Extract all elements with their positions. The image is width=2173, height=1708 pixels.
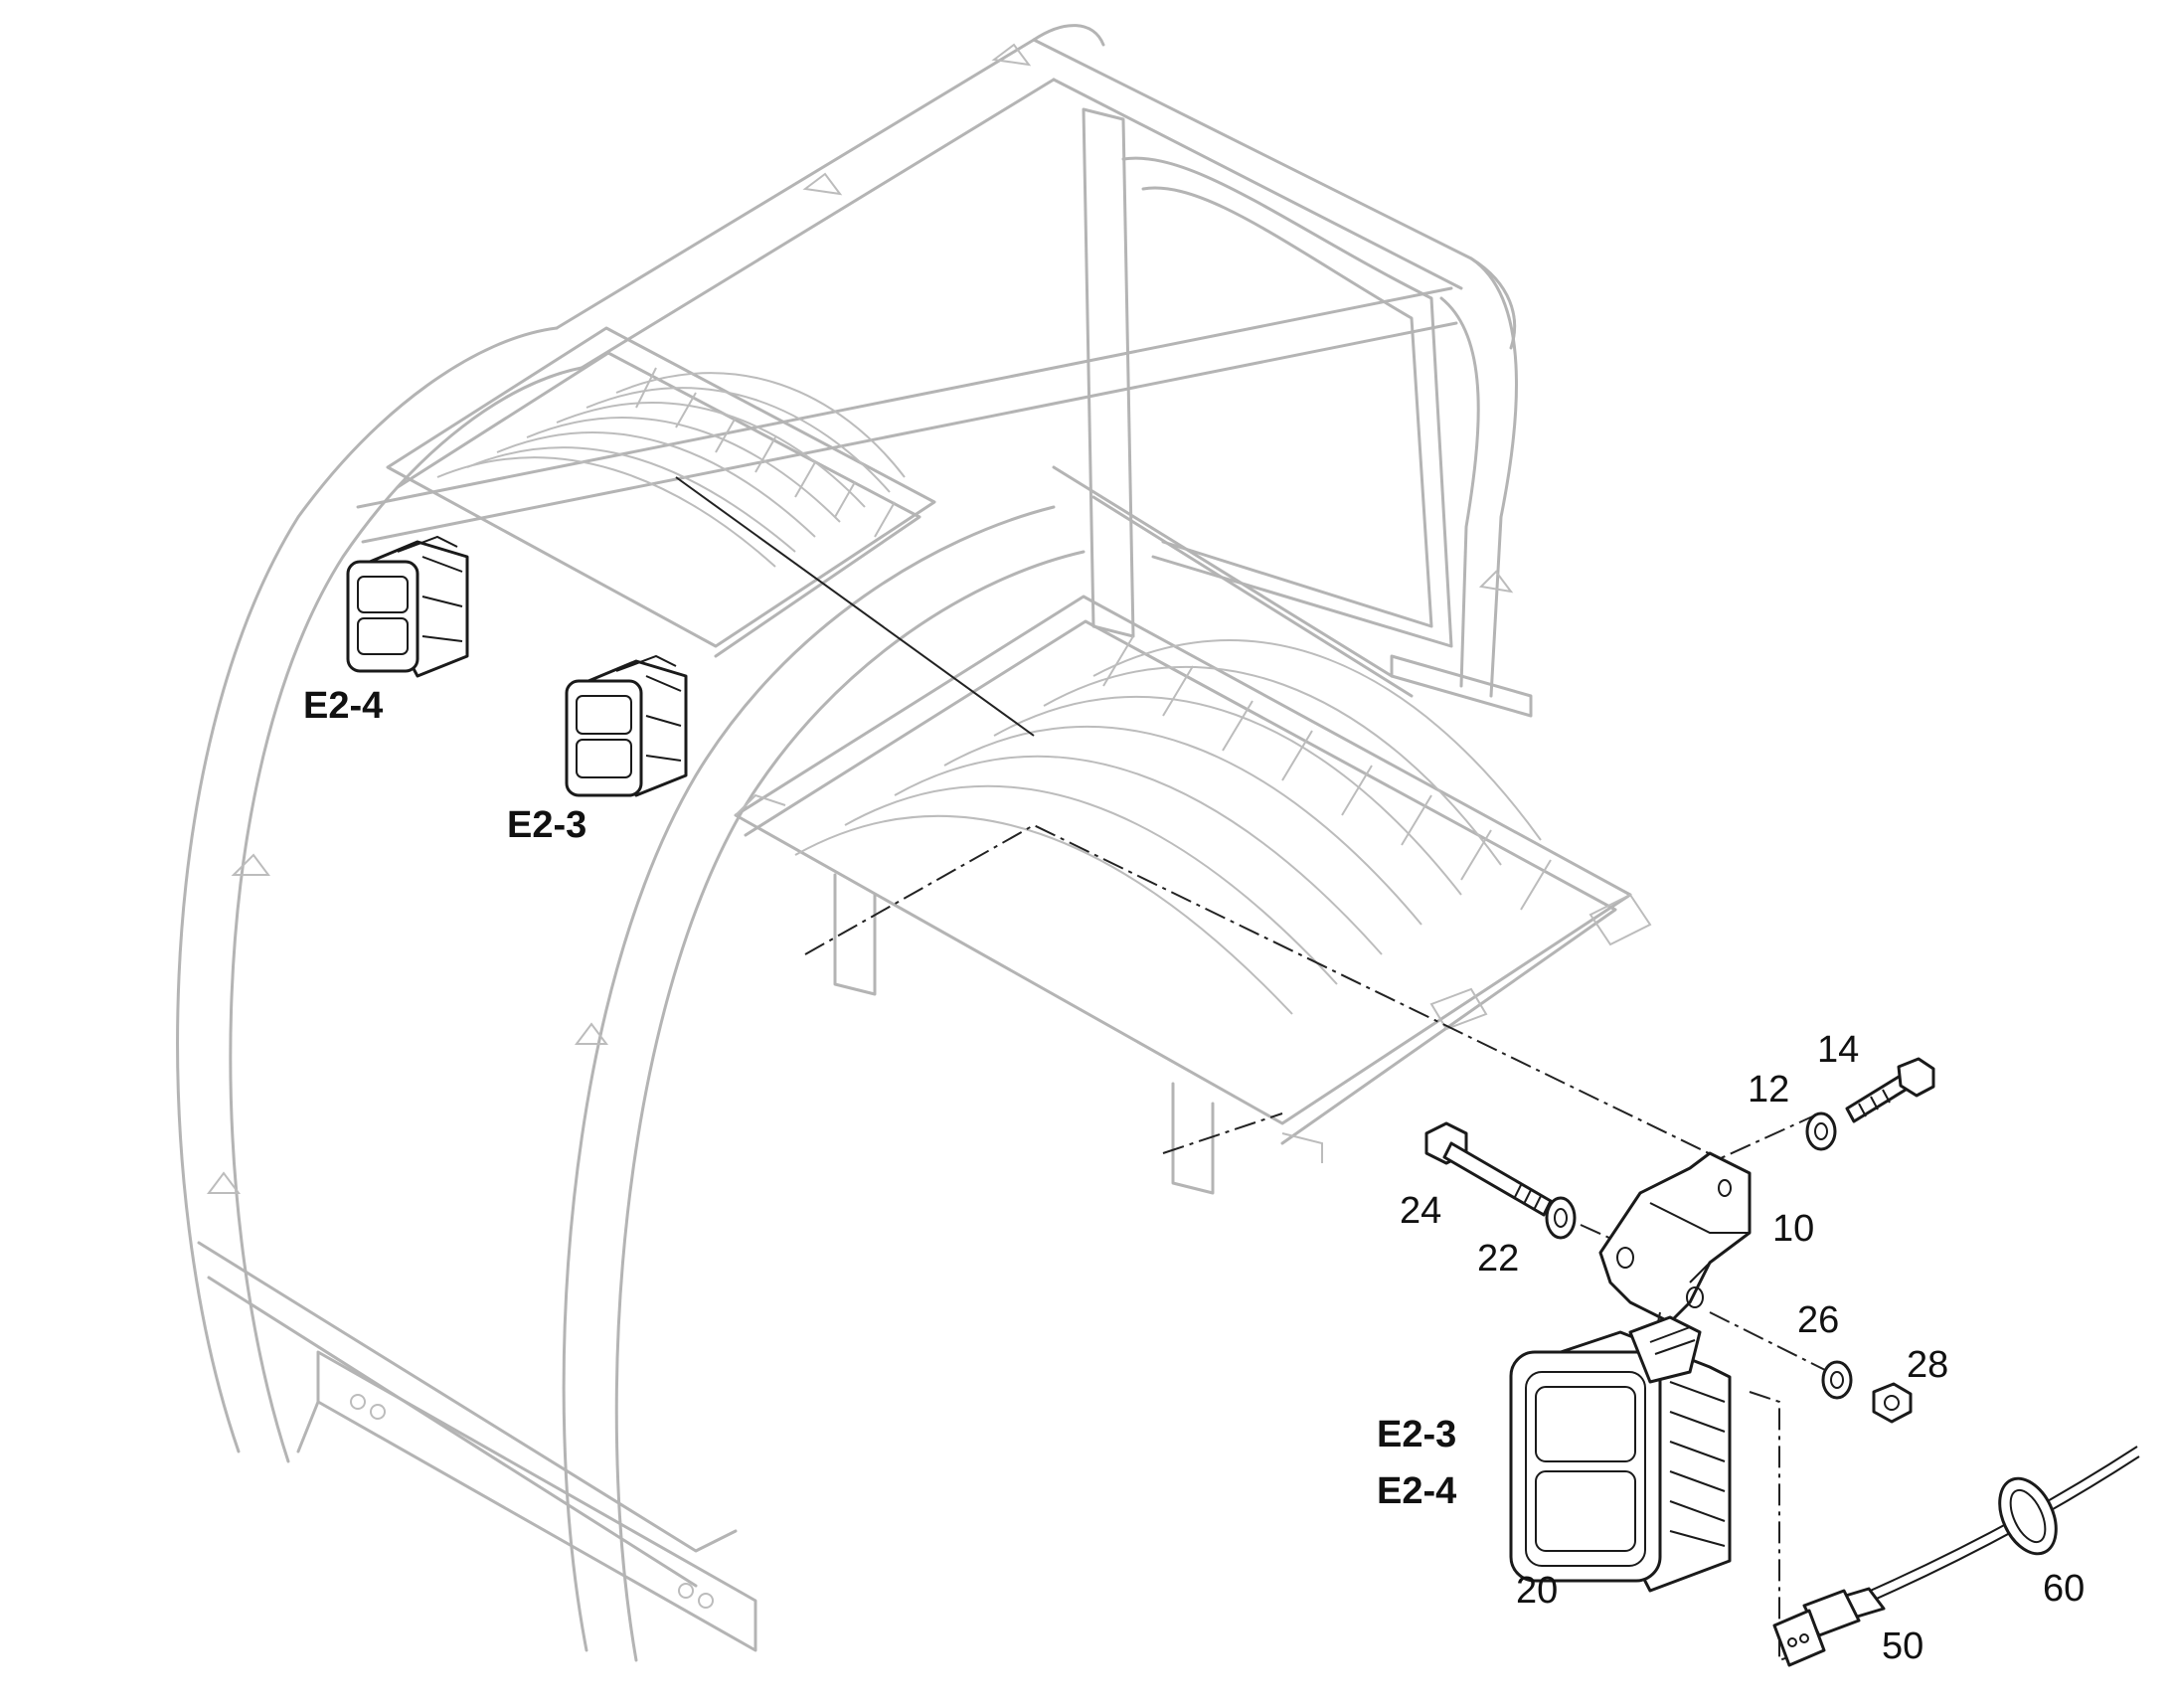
front-arch-tube-inner <box>229 366 584 1463</box>
centerline-main <box>804 823 1751 1174</box>
callout-washer-12: 12 <box>1748 1069 1789 1110</box>
callout-bolt-14: 14 <box>1817 1029 1859 1071</box>
callout-lamp-20: 20 <box>1516 1570 1558 1612</box>
callout-e2-4-detail: E2-4 <box>1377 1470 1456 1512</box>
nut-28 <box>1872 1382 1913 1424</box>
lamp-e2-3-installed <box>565 654 688 797</box>
callout-bolt-24: 24 <box>1400 1190 1441 1232</box>
callout-cable-tie-60: 60 <box>2043 1568 2085 1610</box>
upper-grille-guard <box>386 326 936 658</box>
work-lamp-20 <box>1509 1315 1732 1593</box>
lamp-e2-4-installed <box>346 535 469 678</box>
callout-e2-4-installed: E2-4 <box>303 685 383 727</box>
washer-12 <box>1805 1111 1837 1151</box>
callout-cable-50: 50 <box>1882 1625 1923 1667</box>
leader-upper-grille <box>675 476 1035 737</box>
cable-harness-50 <box>1772 1446 2140 1667</box>
callout-washer-26: 26 <box>1797 1299 1839 1341</box>
washer-26 <box>1821 1360 1853 1400</box>
callout-bracket-10: 10 <box>1772 1208 1814 1250</box>
callout-e2-3-installed: E2-3 <box>507 804 586 846</box>
callout-washer-22: 22 <box>1477 1238 1519 1280</box>
bracket-10 <box>1598 1151 1752 1324</box>
cable-tie-60 <box>1998 1476 2058 1556</box>
front-arch-tube-outer <box>176 326 559 1453</box>
bolt-14 <box>1845 1057 1935 1123</box>
lower-grille-guard <box>734 595 1652 1195</box>
callout-e2-3-detail: E2-3 <box>1377 1414 1456 1455</box>
washer-22 <box>1545 1196 1577 1240</box>
bolt-24 <box>1424 1121 1553 1217</box>
roll-cage-frame <box>176 24 1533 1662</box>
callout-nut-28: 28 <box>1907 1344 1948 1386</box>
